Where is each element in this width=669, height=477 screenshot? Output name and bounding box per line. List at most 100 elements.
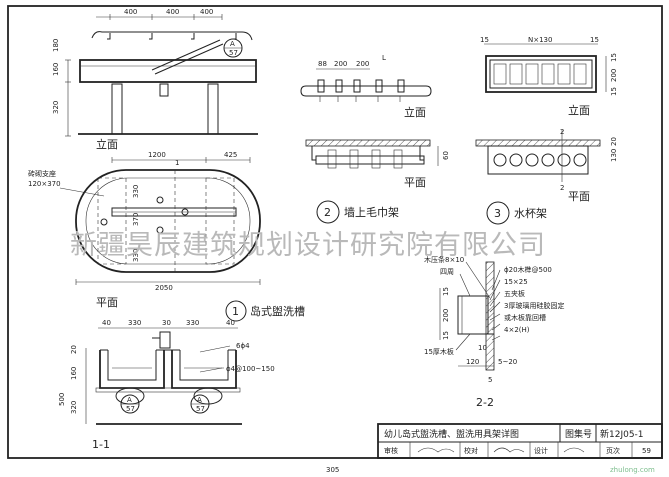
towel-plan-dim: 60 (442, 151, 450, 160)
item-1-title: 岛式盥洗槽 (250, 304, 305, 318)
s22-dim-2: 200 (442, 309, 450, 322)
sheet-frame (7, 5, 663, 459)
cup-dim-3: 15 (590, 36, 599, 44)
s22-dim-4: 10 (478, 344, 487, 352)
section-1-1: 40 330 30 330 40 20 160 320 500 6ϕ4 ϕ4@1… (58, 319, 275, 451)
s22-dim-1: 15 (442, 287, 450, 296)
tb-page: 59 (642, 447, 651, 455)
cup-side-dim-2: 200 (610, 69, 618, 82)
cup-rack: 15 N×130 15 15 200 15 立面 2 2 130 20 平面 3… (475, 36, 618, 225)
tb-row-3: 设计 (534, 446, 548, 455)
s11-rebar-2: ϕ4@100~150 (226, 365, 275, 373)
plan-note-2: 120×370 (28, 180, 61, 188)
plan-title: 平面 (96, 296, 118, 309)
s22-note-7: 或木板靠回槽 (504, 313, 546, 322)
signature-3 (563, 447, 585, 453)
plan-side-dim-2: 370 (132, 213, 140, 226)
page-number: 305 (326, 466, 339, 474)
towel-span: L (382, 54, 386, 62)
s11-dim-5: 40 (226, 319, 235, 327)
elev-dim-1: 400 (124, 8, 137, 16)
towel-dim-2: 200 (334, 60, 347, 68)
s11-ref-sheet-2: 57 (196, 405, 205, 413)
s11-ref-letter-1: A (127, 396, 132, 404)
tb-row-1: 审核 (384, 446, 398, 455)
s11-dim-2: 330 (128, 319, 141, 327)
towel-rack: 88 200 200 L 立面 60 平面 2 墙上毛巾架 (300, 54, 450, 224)
plan-dim-top-1: 1200 (148, 151, 166, 159)
s22-dim-5: 120 (466, 358, 479, 366)
elev-title: 立面 (96, 137, 118, 151)
cup-plan-mark-bottom: 2 (560, 184, 564, 192)
cup-dim-1: 15 (480, 36, 489, 44)
tb-code: 新12J05-1 (600, 428, 644, 440)
signature-1 (417, 447, 455, 453)
towel-plan-title: 平面 (404, 176, 426, 189)
signature-2 (493, 447, 525, 453)
s22-title: 2-2 (476, 396, 494, 409)
cup-side-dim-3: 15 (610, 87, 618, 96)
corner-logo: zhulong.com (610, 466, 655, 474)
item-3-title: 水杯架 (514, 206, 547, 220)
sink-elevation: 400 400 400 180 160 320 A 57 立面 (52, 8, 258, 151)
s22-note-1: 木压条8×10 (424, 255, 464, 264)
s22-note-3: ϕ20木榫@500 (504, 265, 552, 274)
cup-plan-dim-2: 20 (610, 137, 618, 146)
s11-ref-letter-2: A (197, 396, 202, 404)
item-1-number: 1 (232, 305, 239, 318)
plan-side-dim-1: 330 (132, 185, 140, 198)
towel-dim-3: 200 (356, 60, 369, 68)
plan-dim-bottom: 2050 (155, 284, 173, 292)
title-block: 幼儿岛式盥洗槽、盥洗用具架详图 图集号 新12J05-1 审核 校对 设计 页次… (377, 423, 663, 459)
s22-dim-7: 5 (488, 376, 492, 384)
plan-dim-top-2: 425 (224, 151, 237, 159)
s11-ref-sheet-1: 57 (126, 405, 135, 413)
elev-ref-letter: A (230, 40, 235, 48)
cup-side-dim-1: 15 (610, 53, 618, 62)
elev-ref-sheet: 57 (229, 49, 238, 57)
item-2-title: 墙上毛巾架 (344, 205, 399, 219)
s22-note-6: 3厚玻璃用硅胶固定 (504, 301, 564, 310)
cup-plan-dim-1: 130 (610, 149, 618, 162)
section-2-2: 15 200 15 10 120 5~20 5 木压条8×10 四周 ϕ20木榫… (424, 255, 564, 409)
s22-dim-6: 5~20 (498, 358, 517, 366)
watermark-text: 新疆昊辰建筑规划设计研究院有限公司 (70, 230, 546, 261)
s11-side-dim-4: 500 (58, 393, 66, 406)
s11-rebar-1: 6ϕ4 (236, 342, 250, 350)
towel-elev-title: 立面 (404, 105, 426, 119)
s22-note-8: 4×2(H) (504, 326, 530, 334)
elev-side-dim-1: 180 (52, 39, 60, 52)
elev-dim-3: 400 (200, 8, 213, 16)
s11-side-dim-3: 320 (70, 401, 78, 414)
tb-title: 幼儿岛式盥洗槽、盥洗用具架详图 (384, 428, 519, 440)
s22-note-4: 15×25 (504, 278, 528, 286)
elev-side-dim-3: 320 (52, 101, 60, 114)
s11-side-dim-2: 160 (70, 367, 78, 380)
s22-note-5: 五夹板 (504, 289, 525, 298)
cup-dim-2: N×130 (528, 36, 552, 44)
s22-note-2: 四周 (440, 268, 454, 276)
elev-side-dim-2: 160 (52, 63, 60, 76)
s11-dim-4: 330 (186, 319, 199, 327)
towel-dim-1: 88 (318, 60, 327, 68)
sink-plan: 1200 425 1 2050 330 370 330 砖砌支座 120×370… (28, 151, 261, 309)
tb-row-2: 校对 (464, 446, 478, 455)
plan-section-mark: 1 (175, 159, 179, 167)
tb-code-label: 图集号 (565, 428, 592, 440)
plan-side-dim-3: 330 (132, 249, 140, 262)
item-2-number: 2 (324, 206, 331, 219)
s11-dim-1: 40 (102, 319, 111, 327)
elev-dim-2: 400 (166, 8, 179, 16)
cup-plan-title: 平面 (568, 190, 590, 203)
item-1-label: 1 岛式盥洗槽 (225, 300, 305, 322)
s22-dim-3: 15 (442, 331, 450, 340)
s11-side-dim-1: 20 (70, 345, 78, 354)
item-3-number: 3 (494, 207, 501, 220)
plan-note-1: 砖砌支座 (28, 169, 56, 178)
cup-elev-title: 立面 (568, 103, 590, 117)
s11-title: 1-1 (92, 438, 110, 451)
tb-row-4: 页次 (606, 446, 620, 455)
s22-bottom-label: 15厚木板 (424, 347, 454, 356)
